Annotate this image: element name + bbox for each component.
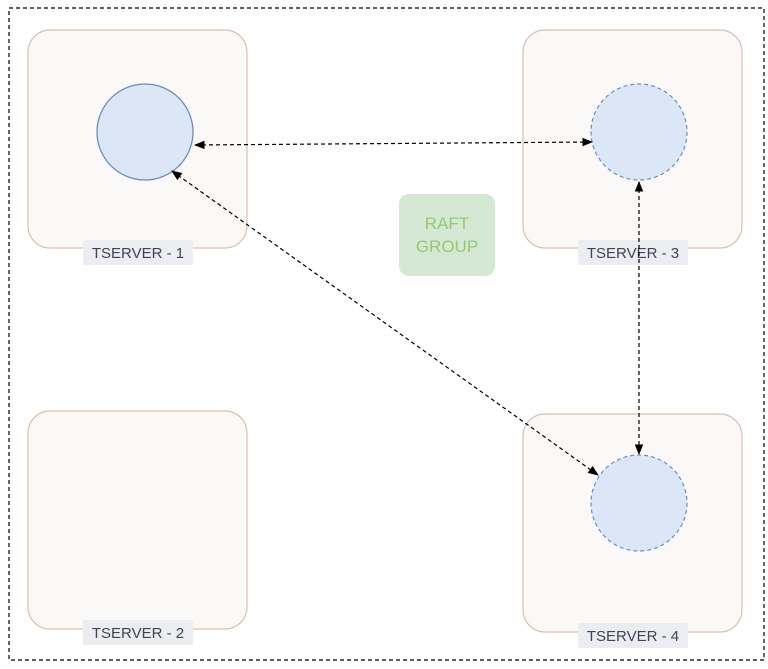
- tserver-4-follower-node[interactable]: [590, 454, 688, 552]
- tserver-3-follower-node[interactable]: [590, 83, 688, 181]
- tserver-3-label-bg: [578, 240, 688, 265]
- tserver-2-label: TSERVER - 2: [92, 625, 184, 642]
- tserver-4-label-bg: [578, 623, 688, 648]
- tserver-3-label: TSERVER - 3: [587, 245, 679, 262]
- tserver-4-label: TSERVER - 4: [587, 628, 679, 645]
- connection-tserver1-tserver4: [171, 170, 599, 476]
- tserver-2-label-bg: [83, 620, 193, 645]
- tserver-1-label: TSERVER - 1: [92, 245, 184, 262]
- raft-group-badge: RAFT GROUP: [399, 194, 495, 276]
- connection-tserver1-tserver3: [193, 137, 594, 150]
- tserver-2-box[interactable]: TSERVER - 2: [27, 410, 248, 645]
- raft-group-line1: RAFT: [425, 214, 469, 233]
- tserver-1-leader-node[interactable]: [96, 83, 194, 181]
- tserver-1-label-bg: [83, 240, 193, 265]
- raft-group-line2: GROUP: [416, 237, 478, 256]
- cluster-boundary: [8, 7, 765, 661]
